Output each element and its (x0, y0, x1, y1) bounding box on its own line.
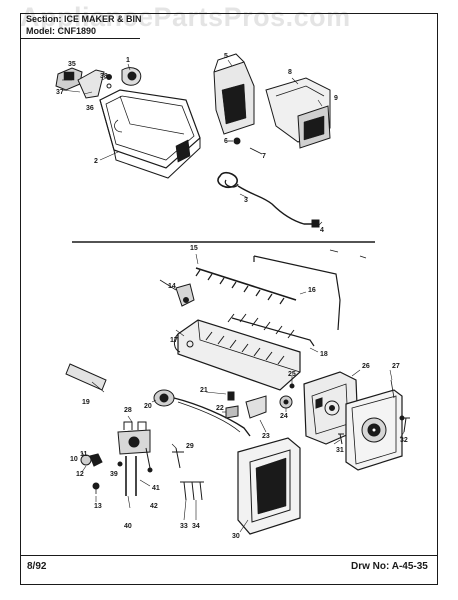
plate-screw-part-2 (402, 417, 410, 433)
footer-rule (20, 555, 438, 556)
callout-25: 25 (288, 371, 296, 378)
callout-35: 35 (68, 61, 76, 68)
callout-29: 29 (186, 443, 194, 450)
callout-41: 41 (152, 485, 160, 492)
callout-30: 30 (232, 533, 240, 540)
stripper-part (159, 279, 195, 307)
chute-extension-part (265, 77, 331, 149)
screw-set-part (180, 481, 204, 501)
water-valve-part (117, 421, 153, 496)
auger-motor-part (55, 67, 142, 99)
leader-lines (61, 59, 405, 533)
callout-12: 12 (76, 471, 84, 478)
callout-34: 34 (192, 523, 200, 530)
wire-harness-part (217, 171, 320, 228)
ice-bin-part (99, 89, 201, 179)
callout-21: 21 (200, 387, 208, 394)
callout-19: 19 (82, 399, 90, 406)
drawing-number: Drw No: A-45-35 (351, 561, 428, 572)
callout-38: 38 (100, 73, 108, 80)
callout-7: 7 (262, 153, 266, 160)
callout-9: 9 (334, 95, 338, 102)
callout-layer: 1234567891011121314151617181920212223242… (56, 53, 408, 540)
mold-screw-part (227, 391, 235, 401)
ice-mold-part (173, 319, 301, 391)
callout-26: 26 (362, 363, 370, 370)
callout-37: 37 (56, 89, 64, 96)
callout-33: 33 (180, 523, 188, 530)
callout-42: 42 (150, 503, 158, 510)
callout-10: 10 (70, 456, 78, 463)
diagram-frame (20, 13, 438, 585)
callout-13: 13 (94, 503, 102, 510)
callout-3: 3 (244, 197, 248, 204)
callout-5: 5 (224, 53, 228, 60)
callout-31: 31 (336, 447, 344, 454)
callout-27: 27 (392, 363, 400, 370)
front-cover-part (237, 437, 301, 535)
mold-heater-part (227, 313, 315, 347)
model-title: Model: CNF1890 (26, 26, 97, 36)
callout-20: 20 (144, 403, 152, 410)
mold-clip-part (225, 405, 239, 419)
plate-screw-part (390, 379, 395, 399)
fill-tube-part (65, 363, 107, 391)
thermostat-part (153, 389, 251, 437)
separator-tick (329, 249, 367, 259)
callout-4: 4 (320, 227, 324, 234)
tube-clamp-part (172, 447, 184, 469)
callout-15: 15 (190, 245, 198, 252)
callout-28: 28 (124, 407, 132, 414)
callout-40: 40 (124, 523, 132, 530)
section-title: Section: ICE MAKER & BIN (26, 14, 142, 24)
drawing-date: 8/92 (27, 561, 47, 572)
ejector-rake-part (195, 267, 297, 305)
mold-support-part (245, 395, 267, 419)
callout-24: 24 (280, 413, 288, 420)
control-plate-part (345, 389, 403, 471)
shield-part (253, 255, 341, 331)
callout-22: 22 (216, 405, 224, 412)
callout-8: 8 (288, 69, 292, 76)
gear-hub (283, 399, 289, 405)
ice-chute-part (213, 53, 263, 155)
callout-1: 1 (126, 57, 130, 64)
header-rule (20, 38, 140, 39)
callout-18: 18 (320, 351, 328, 358)
callout-11: 11 (80, 451, 88, 458)
housing-screw-part (338, 433, 344, 445)
callout-23: 23 (262, 433, 270, 440)
callout-17: 17 (170, 337, 178, 344)
callout-2: 2 (94, 158, 98, 165)
watermark-text: AppliancePartsPros.com (20, 2, 351, 32)
spring-part (289, 383, 295, 389)
callout-14: 14 (168, 283, 176, 290)
callout-36: 36 (86, 105, 94, 112)
callout-6: 6 (224, 138, 228, 145)
callout-32: 32 (400, 437, 408, 444)
valve-fitting-part (80, 453, 103, 494)
callout-39: 39 (110, 471, 118, 478)
callout-16: 16 (308, 287, 316, 294)
